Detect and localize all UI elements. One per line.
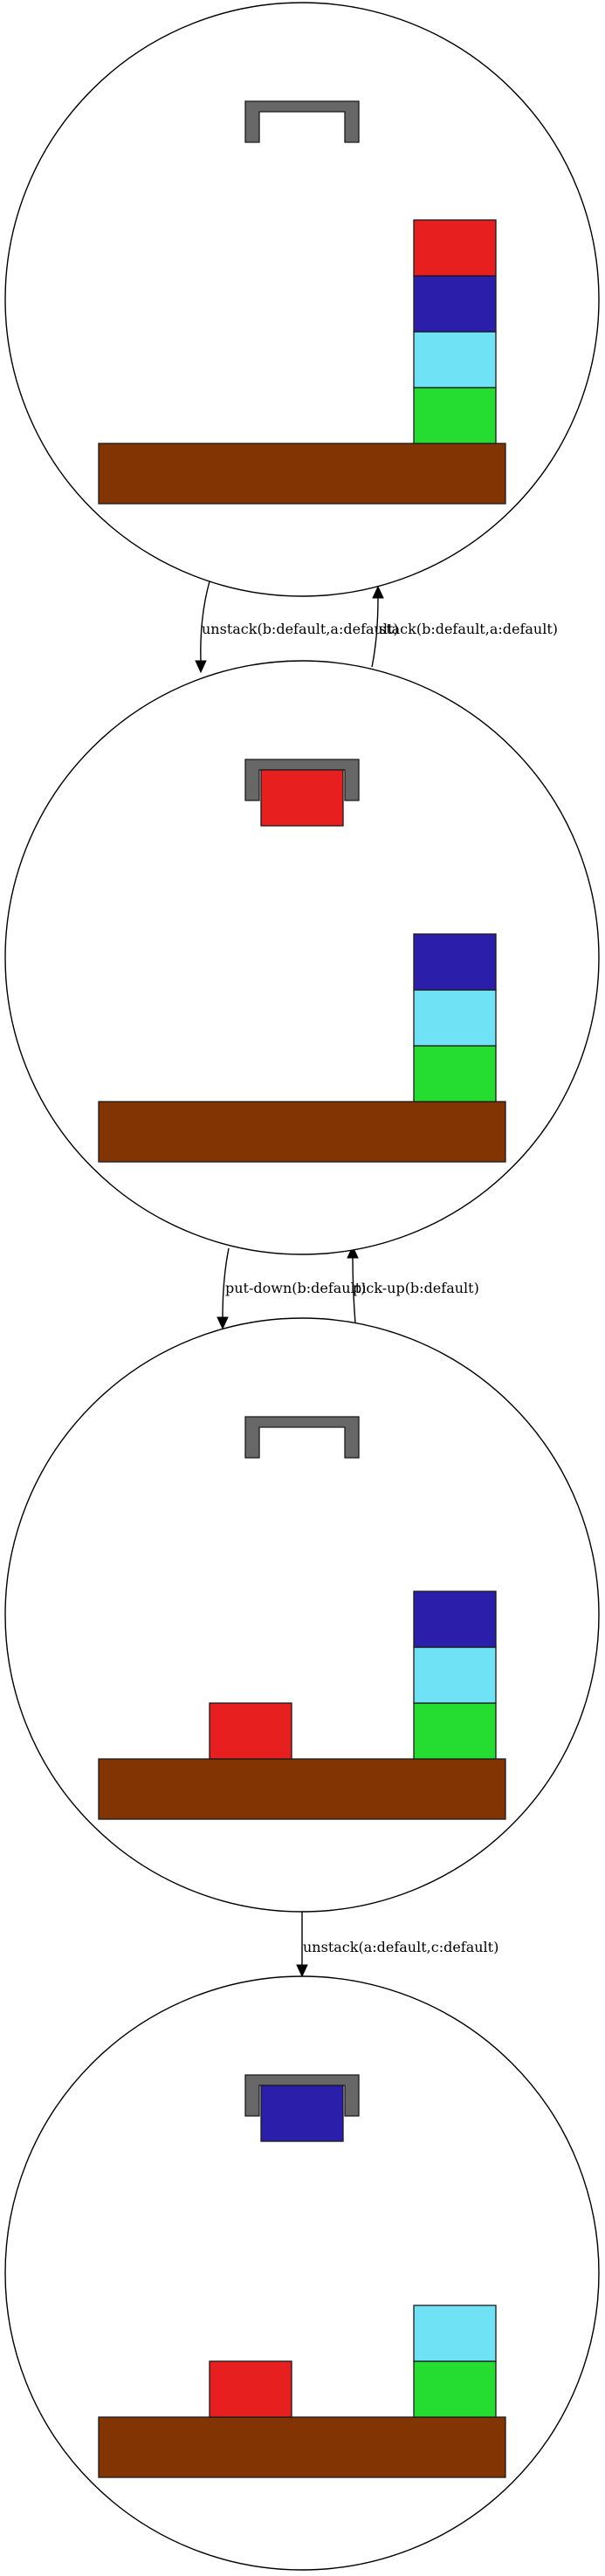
- edge-line: [352, 1256, 356, 1324]
- transition-edge: [296, 1912, 308, 1978]
- block-cyan: [413, 989, 497, 1047]
- held-block-blue: [260, 2085, 344, 2142]
- edge-label: put-down(b:default): [225, 1280, 366, 1296]
- table: [98, 1758, 506, 1820]
- arrowhead: [296, 1964, 308, 1978]
- transition-edge: [371, 585, 384, 668]
- edge-label: stack(b:default,a:default): [379, 621, 558, 637]
- table: [98, 443, 506, 505]
- block-red: [413, 219, 497, 277]
- state-node: [4, 660, 600, 1255]
- edge-label: unstack(a:default,c:default): [303, 1939, 498, 1955]
- block-red: [209, 2360, 292, 2418]
- states-layer: [4, 2, 600, 2571]
- state-node: [4, 1975, 600, 2571]
- transition-edge: [347, 1245, 359, 1324]
- edge-line: [222, 1247, 230, 1319]
- block-cyan: [413, 1646, 497, 1704]
- block-blue: [413, 1590, 497, 1648]
- state-circle: [4, 1975, 600, 2571]
- block-green: [413, 387, 497, 444]
- table: [98, 2416, 506, 2478]
- gripper: [244, 100, 360, 143]
- block-cyan: [413, 331, 497, 388]
- state-circle: [4, 660, 600, 1255]
- transition-edge: [217, 1247, 230, 1330]
- arrowhead: [372, 585, 384, 599]
- state-circle: [4, 1317, 600, 1913]
- edge-line: [371, 596, 379, 668]
- state-node: [4, 2, 600, 597]
- transition-edge: [195, 580, 210, 674]
- table: [98, 1101, 506, 1163]
- arrowhead: [217, 1316, 229, 1330]
- block-green: [413, 1702, 497, 1760]
- block-blue: [413, 275, 497, 333]
- gripper: [244, 1416, 360, 1459]
- block-cyan: [413, 2305, 497, 2362]
- state-circle: [4, 2, 600, 597]
- state-node: [4, 1317, 600, 1913]
- edge-label: pick-up(b:default): [353, 1280, 479, 1296]
- edge-line: [200, 580, 210, 663]
- edges-layer: [195, 580, 384, 1978]
- block-green: [413, 2360, 497, 2418]
- block-red: [209, 1702, 292, 1760]
- edge-labels-layer: unstack(b:default,a:default)stack(b:defa…: [202, 621, 558, 1955]
- edge-label: unstack(b:default,a:default): [202, 621, 399, 637]
- block-blue: [413, 933, 497, 991]
- arrowhead: [347, 1245, 359, 1259]
- block-green: [413, 1045, 497, 1103]
- held-block-red: [260, 769, 344, 827]
- arrowhead: [195, 660, 207, 674]
